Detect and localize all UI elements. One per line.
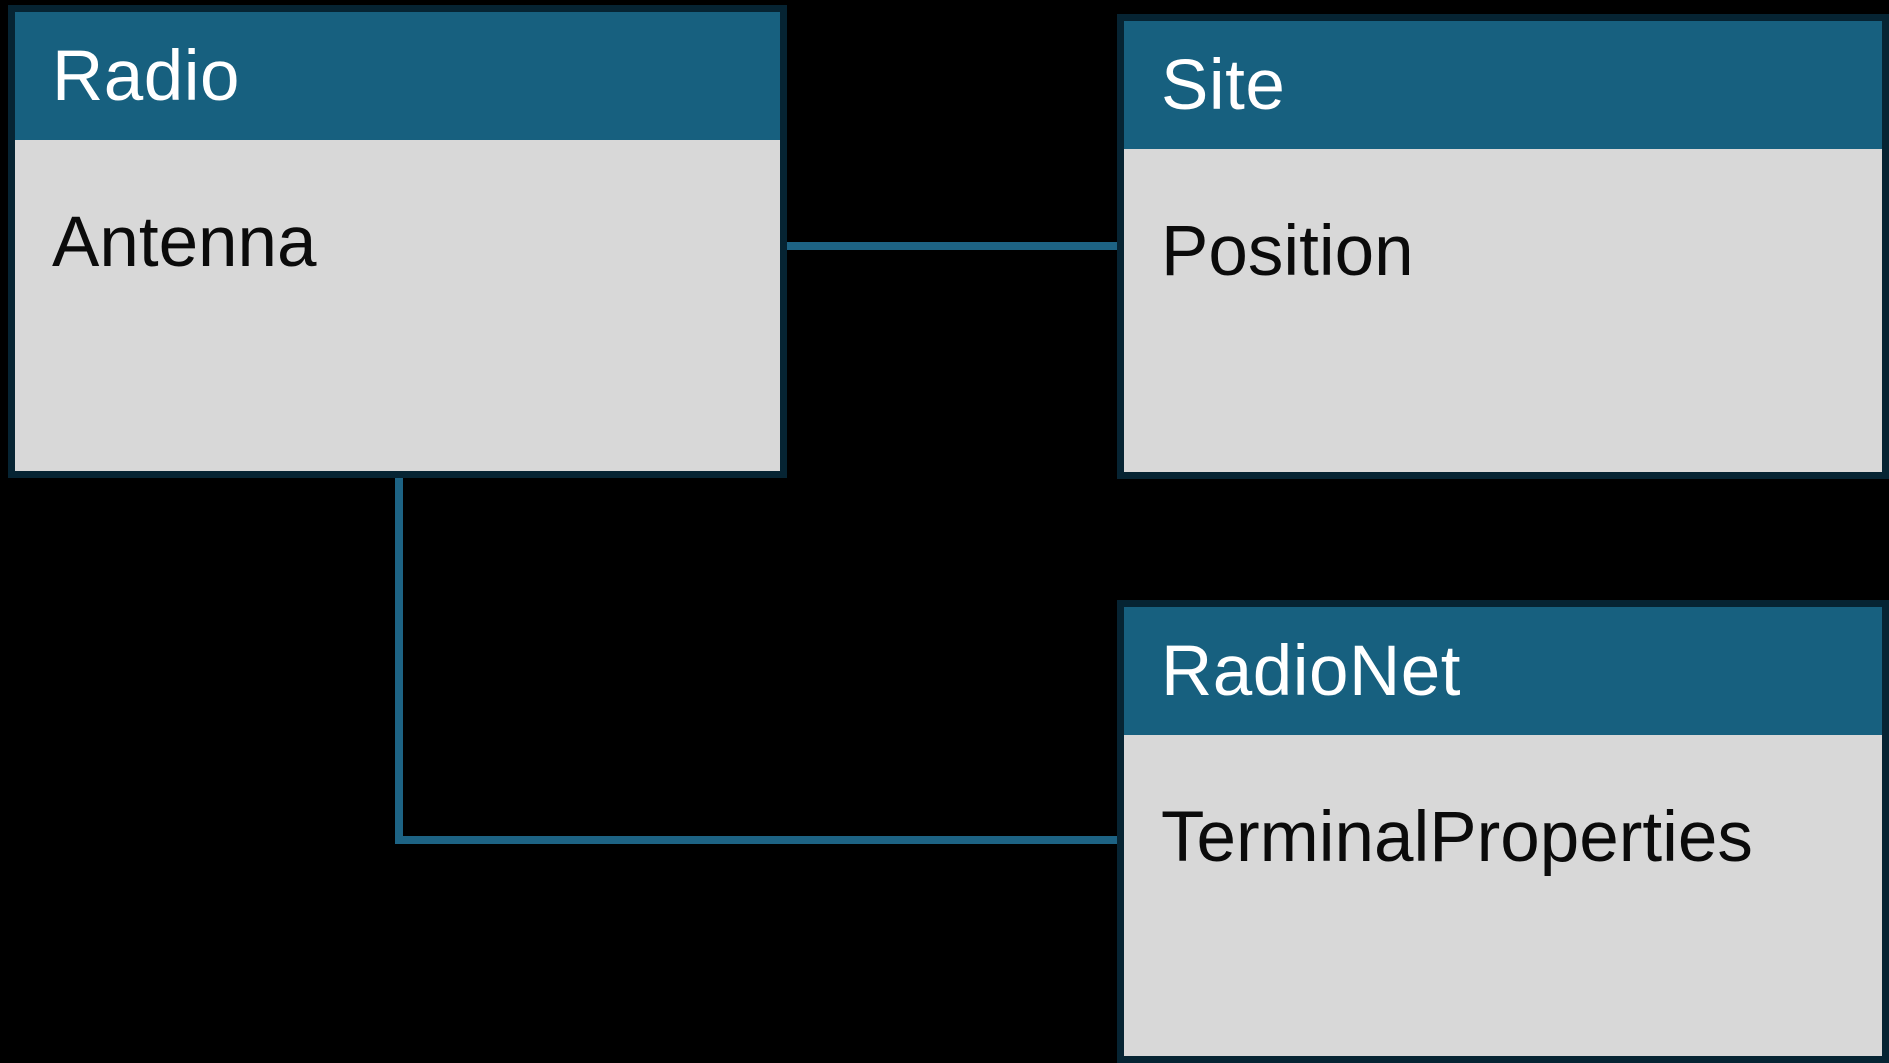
entity-radio-title: Radio (15, 12, 780, 140)
entity-radionet-title: RadioNet (1124, 607, 1882, 735)
entity-site: Site Position (1117, 14, 1889, 479)
connector-radio-site (780, 242, 1125, 250)
entity-radionet-attribute: TerminalProperties (1124, 735, 1882, 1056)
entity-site-title: Site (1124, 21, 1882, 149)
connector-radio-radionet-horizontal (395, 836, 1125, 844)
entity-radio: Radio Antenna (8, 5, 787, 478)
entity-radio-attribute: Antenna (15, 140, 780, 471)
entity-site-attribute: Position (1124, 149, 1882, 472)
connector-radio-radionet-vertical (395, 460, 403, 844)
entity-radionet: RadioNet TerminalProperties (1117, 600, 1889, 1063)
